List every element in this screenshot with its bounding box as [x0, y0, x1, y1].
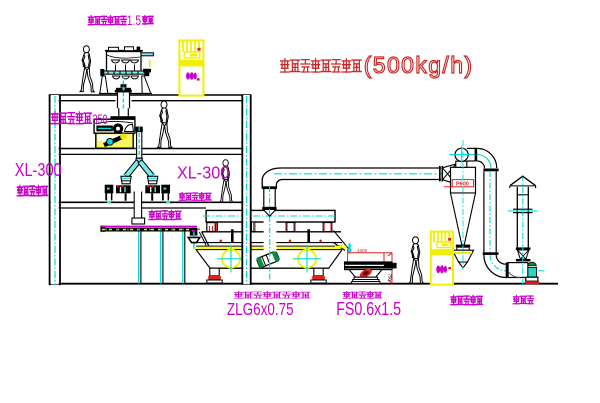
svg-text:ZLG6x0.75: ZLG6x0.75	[227, 300, 294, 319]
svg-text:1.5: 1.5	[127, 12, 141, 28]
svg-text:FS0.6x1.5: FS0.6x1.5	[336, 300, 401, 320]
svg-text:XL-300: XL-300	[15, 159, 62, 180]
svg-text:P600: P600	[456, 181, 469, 187]
svg-text:1500: 1500	[357, 248, 368, 253]
svg-text:(500kg/h): (500kg/h)	[364, 52, 474, 78]
svg-text:750: 750	[388, 274, 393, 282]
svg-text:350: 350	[93, 113, 108, 127]
svg-text:XL-300: XL-300	[177, 163, 229, 183]
